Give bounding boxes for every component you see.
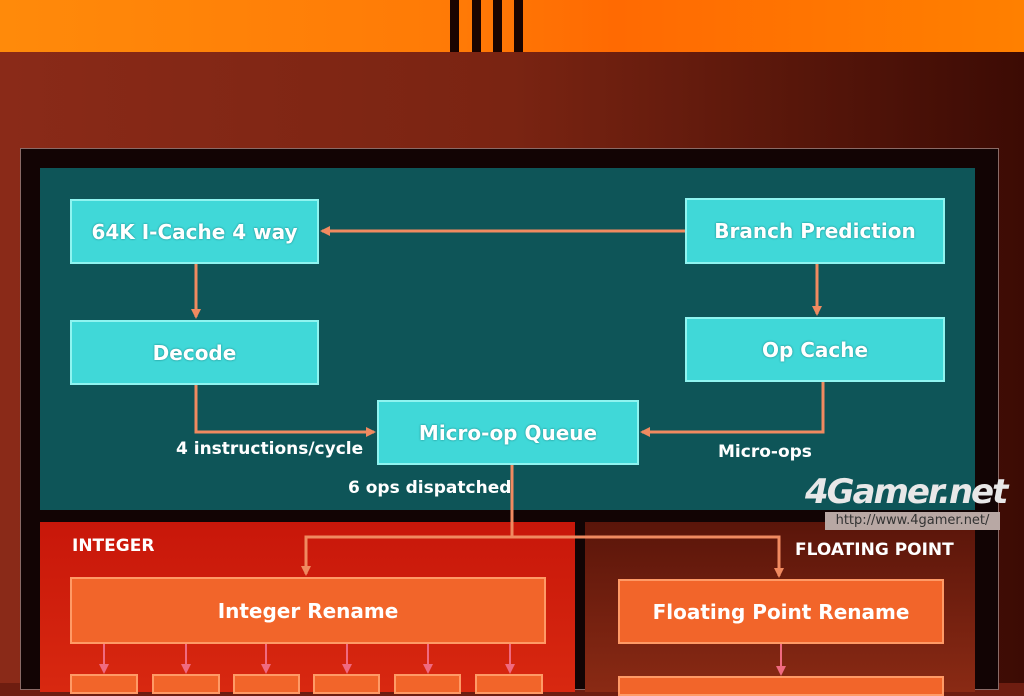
integer-unit-box	[152, 674, 220, 694]
micro-ops-label: Micro-ops	[718, 442, 812, 462]
integer-unit-box	[233, 674, 300, 694]
arrow-queue-to-fp	[512, 535, 784, 578]
arrow-decode-to-queue	[194, 385, 376, 437]
integer-unit-box	[394, 674, 461, 694]
micro-op-queue-box: Micro-op Queue	[377, 400, 639, 465]
wall-stripe	[472, 0, 481, 52]
branch-prediction-box: Branch Prediction	[685, 198, 945, 264]
arrow-opcache-to-queue	[640, 382, 825, 437]
decode-box: Decode	[70, 320, 319, 385]
integer-unit-box	[475, 674, 543, 694]
integer-header: INTEGER	[72, 536, 155, 556]
watermark-url: http://www.4gamer.net/	[825, 512, 1000, 530]
op-cache-box: Op Cache	[685, 317, 945, 382]
integer-rename-box: Integer Rename	[70, 577, 546, 644]
wall-stripe	[450, 0, 459, 52]
arrow-queue-to-int	[301, 465, 514, 576]
decode-rate-label: 4 instructions/cycle	[176, 439, 364, 459]
integer-unit-box	[313, 674, 380, 694]
background-wall	[0, 0, 1024, 52]
floating-point-header: FLOATING POINT	[795, 540, 954, 560]
fp-unit-box	[618, 676, 944, 696]
wall-stripe	[514, 0, 523, 52]
integer-unit-box	[70, 674, 138, 694]
icache-box: 64K I-Cache 4 way	[70, 199, 319, 264]
wall-stripe	[493, 0, 502, 52]
fp-rename-box: Floating Point Rename	[618, 579, 944, 644]
dispatch-label: 6 ops dispatched	[348, 478, 512, 498]
watermark-logo: 4Gamer.net	[805, 472, 1008, 512]
